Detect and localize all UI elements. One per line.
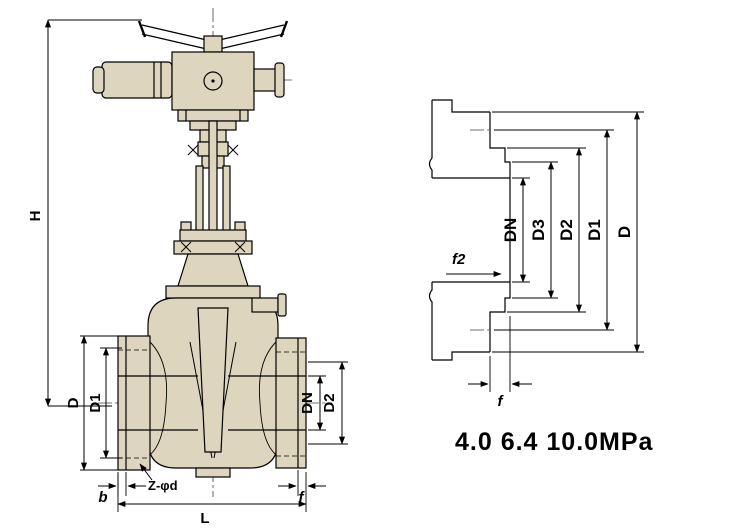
fdim-label-f2: f2 (452, 251, 466, 268)
dim-D: D (65, 335, 122, 471)
valve-dimensions: H D D1 DN (27, 19, 348, 527)
dim-label-d: D (65, 397, 82, 408)
pressure-rating: 4.0 6.4 10.0MPa (455, 428, 654, 456)
dim-DN: DN (299, 375, 326, 431)
fdim-D2: D2 (507, 147, 586, 313)
dim-label-dn: DN (299, 392, 316, 414)
dim-label-f: f (299, 489, 306, 506)
fdim-D: D (492, 111, 644, 353)
bolt-callout-label: Z-φd (148, 478, 178, 493)
fdim-label-d1: D1 (585, 219, 604, 241)
fdim-label-d: D (615, 226, 634, 238)
dim-label-h: H (27, 211, 44, 222)
electric-actuator (92, 51, 285, 111)
dim-label-d1: D1 (87, 393, 104, 412)
fdim-f: f (468, 316, 532, 410)
fdim-D1: D1 (494, 129, 614, 331)
dim-label-d2: D2 (321, 393, 338, 412)
flange-dimensions: DN D3 D2 D1 (446, 111, 644, 410)
valve-body (117, 253, 307, 478)
dim-D1: D1 (87, 347, 122, 459)
fdim-label-f: f (498, 393, 505, 410)
fdim-label-dn: DN (501, 218, 520, 243)
fdim-DN: DN (501, 177, 530, 283)
fdim-label-d2: D2 (557, 219, 576, 241)
fdim-f2: f2 (446, 251, 502, 278)
dim-b: b (98, 472, 146, 506)
dim-H: H (27, 19, 142, 407)
flange-profile (428, 99, 511, 361)
dim-label-l: L (200, 510, 209, 527)
fdim-label-d3: D3 (529, 219, 548, 241)
fdim-D3: D3 (512, 161, 558, 299)
dim-label-b: b (98, 489, 107, 506)
gate-valve-section-view: H D D1 DN (27, 8, 348, 527)
dim-f: f (278, 470, 326, 506)
dim-D2: D2 (308, 361, 348, 445)
bolt-hole-callout: Z-φd (139, 463, 178, 493)
flange-detail-view: DN D3 D2 D1 (428, 99, 644, 410)
